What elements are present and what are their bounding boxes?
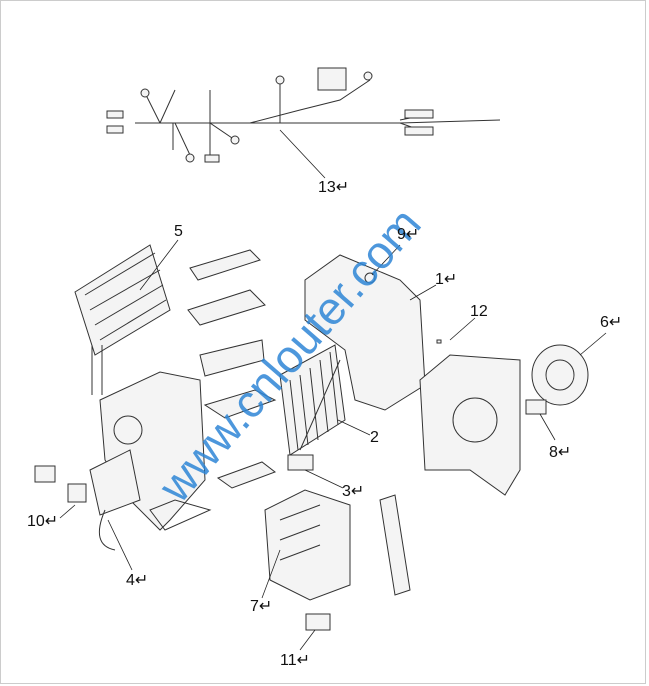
expansion-valve bbox=[287, 454, 344, 489]
doors bbox=[187, 249, 411, 596]
blower-case bbox=[419, 317, 521, 496]
callout-10: 10↵ bbox=[27, 513, 59, 530]
callout-3: 3↵ bbox=[342, 483, 365, 500]
actuators bbox=[34, 465, 351, 651]
callout-1: 1↵ bbox=[435, 271, 458, 288]
callout-5: 5 bbox=[174, 223, 183, 240]
callout-9: 9↵ bbox=[397, 226, 420, 243]
blower-resistor bbox=[525, 399, 556, 441]
evaporator bbox=[279, 344, 371, 456]
heater-case bbox=[89, 371, 212, 531]
blower-motor bbox=[531, 332, 607, 406]
callout-11: 11↵ bbox=[280, 652, 311, 669]
heater-core bbox=[74, 239, 179, 395]
callout-4: 4↵ bbox=[126, 572, 149, 589]
evaporator-case bbox=[304, 244, 437, 411]
callout-7: 7↵ bbox=[250, 598, 273, 615]
callout-12: 12 bbox=[470, 303, 488, 320]
wiring-harness bbox=[106, 67, 501, 179]
callout-8: 8↵ bbox=[549, 444, 572, 461]
callout-13: 13↵ bbox=[318, 179, 350, 196]
callout-6: 6↵ bbox=[600, 314, 623, 331]
callout-2: 2 bbox=[370, 429, 379, 446]
